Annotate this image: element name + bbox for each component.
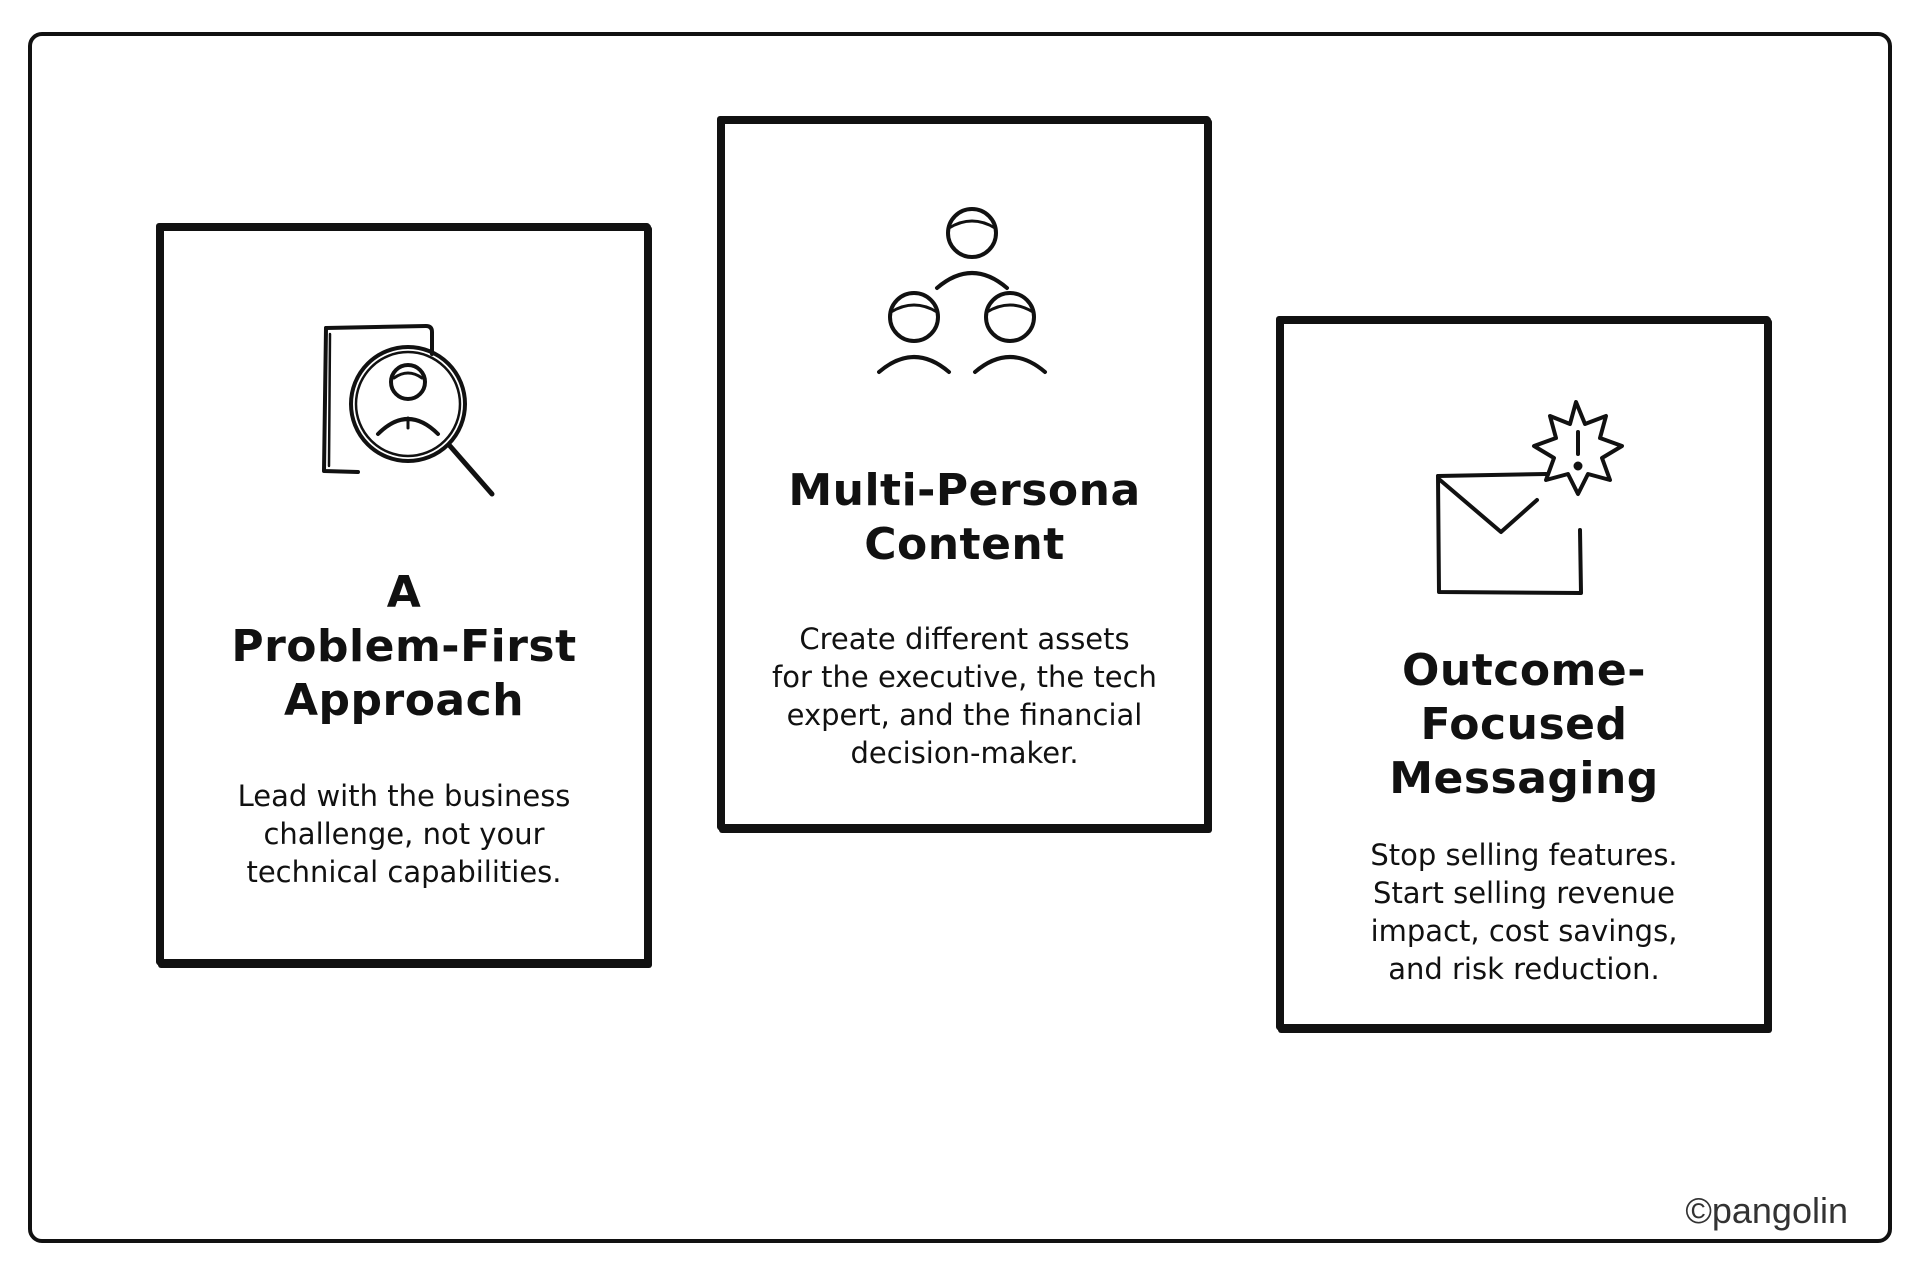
- person-search-icon: [322, 324, 495, 497]
- card-description: Create different assets for the executiv…: [772, 622, 1157, 770]
- mail-alert-icon: [1436, 400, 1624, 595]
- card-description: Stop selling features. Start selling rev…: [1370, 838, 1678, 986]
- card-title: Outcome- Focused Messaging: [1389, 645, 1659, 804]
- card-outcome-focused: Outcome- Focused Messaging Stop selling …: [1277, 317, 1771, 1031]
- group-people-icon: [877, 207, 1047, 374]
- card-description: Lead with the business challenge, not yo…: [237, 779, 571, 889]
- card-title: Multi-Persona Content: [788, 465, 1141, 570]
- card-multi-persona: Multi-Persona Content Create different a…: [718, 117, 1211, 831]
- card-problem-first: A Problem-First Approach Lead with the b…: [157, 224, 651, 966]
- copyright-text: ©pangolin: [1685, 1190, 1848, 1231]
- card-title: A Problem-First Approach: [231, 567, 577, 726]
